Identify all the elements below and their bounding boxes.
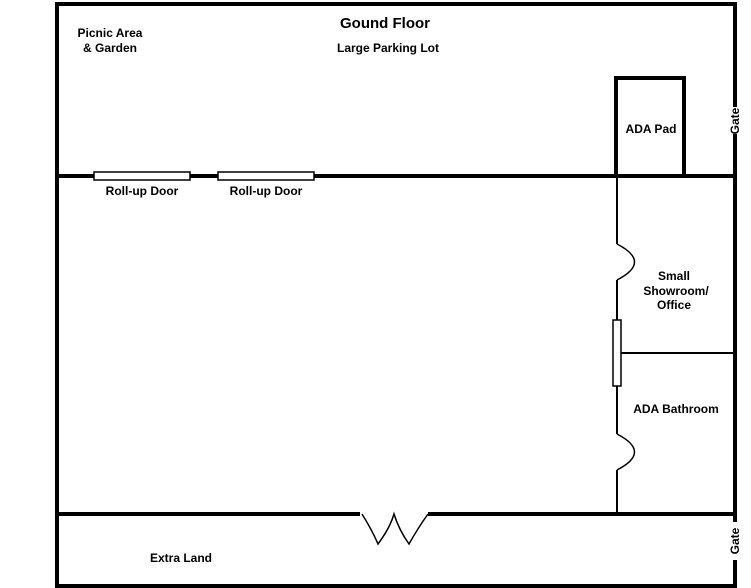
- page-title: Gound Floor: [340, 15, 430, 32]
- showroom-label-3: Office: [657, 298, 691, 312]
- outer-walls: [55, 2, 737, 588]
- picnic-label-1: Picnic Area: [78, 26, 143, 40]
- sliding-door: [612, 319, 622, 387]
- showroom-label-2: Showroom/: [643, 284, 709, 298]
- extra-land-label: Extra Land: [150, 551, 212, 565]
- rollup-door-1-label: Roll-up Door: [106, 184, 179, 198]
- showroom-label-1: Small: [658, 269, 690, 283]
- ada-pad-label: ADA Pad: [626, 122, 677, 136]
- ada-pad: [614, 76, 686, 178]
- parking-label: Large Parking Lot: [337, 41, 439, 55]
- gate-top-label: Gate: [728, 107, 742, 134]
- outer-wall-main: [55, 2, 737, 588]
- door-swing-bathroom: [616, 433, 636, 471]
- rollup-door-1: [93, 171, 191, 181]
- room-partitions: [612, 176, 735, 514]
- rollup-door-2-label: Roll-up Door: [230, 184, 303, 198]
- picnic-label-2: & Garden: [83, 41, 137, 55]
- rollup-door-2: [217, 171, 315, 181]
- ada-bathroom-label: ADA Bathroom: [633, 402, 719, 416]
- door-swing-showroom: [616, 243, 636, 281]
- gate-bottom-label: Gate: [728, 527, 742, 554]
- double-door-swing: [361, 511, 429, 546]
